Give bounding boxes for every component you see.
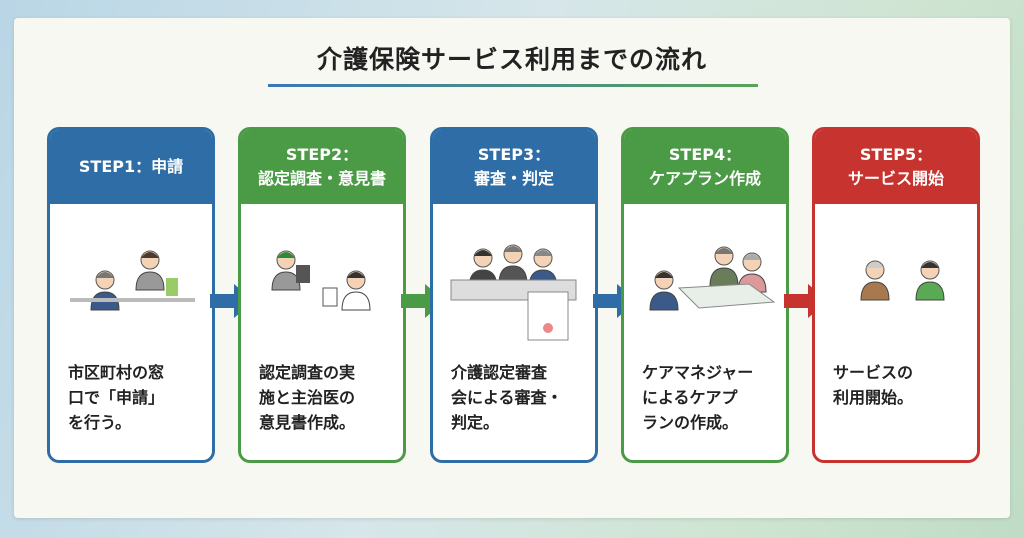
step-name: ケアプラン作成 [648, 169, 761, 188]
description-line: 市区町村の窓 [68, 363, 165, 382]
description-line: によるケアプ [642, 388, 738, 407]
step-description: 市区町村の窓口で「申請」を行う。 [68, 360, 164, 435]
description-line: を行う。 [68, 413, 132, 432]
step-header: STEP1：申請 [50, 130, 212, 204]
step-card-4: STEP4： ケアプラン作成 ケアマネジャーによるケアプランの作成。 [621, 127, 789, 463]
step-illustration [860, 260, 945, 301]
description-line: ランの作成。 [642, 413, 739, 432]
step-label: STEP4： [668, 145, 742, 164]
description-line: 会による審査・ [451, 388, 563, 407]
step-illustration [649, 246, 776, 311]
step-description: ケアマネジャーによるケアプランの作成。 [642, 360, 753, 435]
page-title: 介護保険サービス利用までの流れ [316, 45, 707, 74]
step-label: STEP3： [477, 145, 551, 164]
step-name: 審査・判定 [473, 169, 554, 188]
step-card-5: STEP5： サービス開始 サービスの利用開始。 [812, 127, 980, 463]
step-header: STEP5： サービス開始 [815, 130, 977, 204]
description-line: 介護認定審査 [451, 363, 548, 382]
step-label: STEP2： [285, 145, 359, 164]
step-label: STEP5： [859, 145, 933, 164]
step-illustration [271, 250, 371, 311]
step-card-3: STEP3： 審査・判定 介護認定審査会による審査・判定。 [430, 127, 598, 463]
description-line: 口で「申請」 [68, 388, 165, 407]
description-line: 意見書作成。 [259, 413, 356, 432]
description-line: 施と主治医の [259, 388, 356, 407]
description-line: 判定。 [451, 413, 500, 432]
step-card-2: STEP2： 認定調査・意見書 認定調査の実施と主治医の意見書作成。 [238, 127, 406, 463]
step-description: サービスの利用開始。 [833, 360, 913, 410]
description-line: 利用開始。 [833, 388, 914, 407]
step-illustration [450, 244, 577, 341]
step-name: 認定調査・意見書 [257, 169, 386, 188]
step-header: STEP3： 審査・判定 [433, 130, 595, 204]
description-line: 認定調査の実 [259, 363, 356, 382]
step-header: STEP2： 認定調査・意見書 [241, 130, 403, 204]
description-line: ケアマネジャー [642, 363, 754, 382]
step-name: サービス開始 [847, 169, 944, 188]
step-header: STEP4： ケアプラン作成 [624, 130, 786, 204]
step-card-1: STEP1：申請 市区町村の窓口で「申請」を行う。 [47, 127, 215, 463]
step-description: 介護認定審査会による審査・判定。 [451, 360, 563, 435]
step-label: STEP1： [78, 157, 152, 176]
description-line: サービスの [833, 363, 914, 382]
title-underline [268, 84, 758, 87]
step-illustration [70, 250, 195, 311]
step-description: 認定調査の実施と主治医の意見書作成。 [259, 360, 355, 435]
step-name: 申請 [151, 157, 184, 176]
